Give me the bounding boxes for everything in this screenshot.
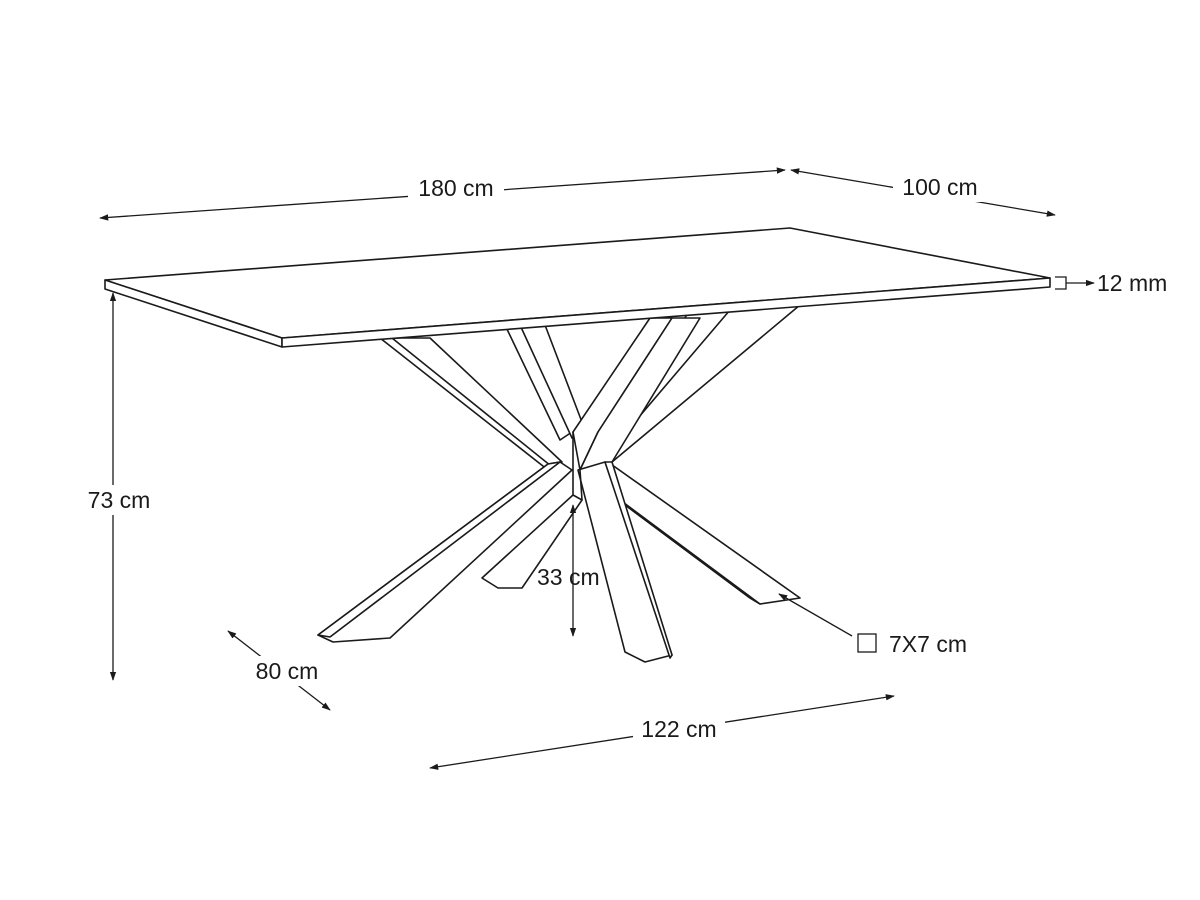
label-width: 100 cm <box>902 174 977 200</box>
leg-node-edge-2 <box>579 469 583 501</box>
label-length: 180 cm <box>418 175 493 201</box>
label-clearance: 33 cm <box>537 564 600 590</box>
leg-front-main <box>577 461 673 663</box>
label-height: 73 cm <box>88 487 151 513</box>
dimension-labels: 180 cm 100 cm 12 mm 73 cm 33 cm 7X7 cm 8… <box>80 172 1167 743</box>
leg-front-main-side <box>604 461 673 659</box>
label-thickness: 12 mm <box>1097 270 1167 296</box>
leg-section-square-icon <box>857 633 877 653</box>
table-base <box>317 304 801 663</box>
dim-thickness-bracket <box>1055 276 1067 290</box>
table-top <box>104 227 1051 348</box>
label-base-width: 80 cm <box>256 658 319 684</box>
leg-rear <box>481 494 583 589</box>
dim-leg-leader <box>778 593 853 637</box>
label-base-length: 122 cm <box>641 716 716 742</box>
table-top-edge-right <box>281 277 1051 348</box>
label-leg-section: 7X7 cm <box>889 631 967 657</box>
